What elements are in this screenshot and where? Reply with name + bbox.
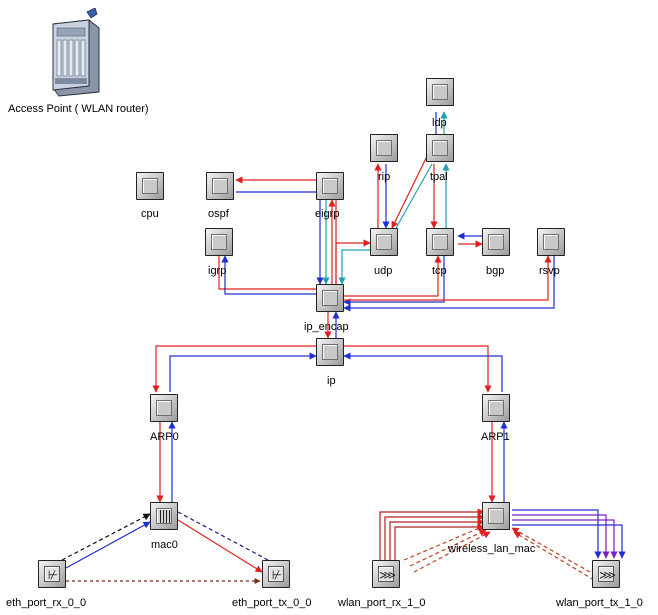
module-mac0[interactable]: [150, 502, 178, 530]
wireless-receiver-icon: ⋙: [379, 568, 397, 582]
module-tpal[interactable]: [426, 134, 454, 162]
module-ldp[interactable]: [426, 78, 454, 106]
stream-igrp-ipencap: [215, 249, 316, 290]
module-cpu[interactable]: [136, 172, 164, 200]
label-eth-port-tx: eth_port_tx_0_0: [232, 597, 312, 609]
label-eigrp: eigrp: [315, 208, 340, 220]
label-arp0: ARP0: [150, 431, 179, 443]
stream-wlanmac-wlantx-3: [512, 519, 618, 559]
stream-tcp-ipencap: [343, 256, 445, 306]
receiver-icon: ⊬: [47, 568, 59, 582]
stream-wlanrx-wlanmac-3: [389, 518, 485, 560]
stream-wlanmac-wlantx-2: [512, 514, 610, 559]
module-wlan-port-rx[interactable]: ⋙: [372, 560, 400, 588]
stream-wlanrx-wlanmac-4: [394, 523, 485, 560]
module-rsvp[interactable]: [537, 228, 565, 256]
stream-ipencap-udp: [335, 239, 371, 284]
module-udp[interactable]: [370, 228, 398, 256]
device-title: Access Point ( WLAN router): [8, 103, 149, 115]
label-tcp: tcp: [432, 265, 447, 277]
stream-ipencap-tcp: [344, 255, 442, 297]
module-wireless-lan-mac[interactable]: [482, 502, 510, 530]
stream-ethrx-mac0: [65, 521, 151, 569]
label-wlan-port-tx: wlan_port_tx_1_0: [556, 597, 643, 609]
module-tcp[interactable]: [426, 228, 454, 256]
wireless-transmitter-icon: ⋙: [599, 568, 617, 582]
module-ip-encap[interactable]: [316, 284, 344, 312]
stream-wlanrx-wlanmac-1: [379, 508, 485, 560]
module-eth-port-rx[interactable]: ⊬: [38, 560, 66, 588]
module-ospf[interactable]: [206, 172, 234, 200]
stream-wlanrx-wlanmac-2: [384, 513, 485, 560]
statwire-wlanrx-wlanmac-2: [409, 529, 487, 567]
label-cpu: cpu: [141, 208, 159, 220]
module-bgp[interactable]: [482, 228, 510, 256]
stream-ip-arp1: [344, 345, 492, 393]
label-rsvp: rsvp: [539, 265, 560, 277]
module-wlan-port-tx[interactable]: ⋙: [592, 560, 620, 588]
label-igrp: igrp: [208, 265, 227, 277]
module-arp0[interactable]: [150, 394, 178, 422]
statwire-wlantx-wlanmac-2: [513, 531, 595, 581]
stream-mac0-ethtx: [177, 519, 263, 573]
module-eth-port-tx[interactable]: ⊬: [262, 560, 290, 588]
access-point-icon: [45, 7, 101, 98]
stream-arp1-ip: [343, 352, 503, 392]
statwire-ethrx-mac0: [61, 513, 151, 561]
label-ospf: ospf: [208, 208, 229, 220]
label-tpal: tpal: [430, 171, 448, 183]
statwire-mac0-ethtx: [170, 505, 269, 561]
label-wlan-port-rx: wlan_port_rx_1_0: [338, 597, 426, 609]
label-arp1: ARP1: [481, 431, 510, 443]
module-ip[interactable]: [316, 338, 344, 366]
label-ip: ip: [327, 375, 336, 387]
statwire-wlanrx-wlanmac-3: [413, 531, 491, 573]
stream-udp-tpal: [395, 163, 433, 229]
statwire-wlantx-wlanmac-1: [511, 527, 591, 573]
module-rip[interactable]: [370, 134, 398, 162]
label-wireless-lan-mac: wireless_lan_mac: [448, 543, 536, 555]
label-ip-encap: ip_encap: [304, 321, 349, 333]
module-igrp[interactable]: [205, 228, 233, 256]
label-udp: udp: [374, 265, 393, 277]
label-ldp: ldp: [432, 117, 447, 129]
module-eigrp[interactable]: [316, 172, 344, 200]
label-rip: rip: [378, 171, 391, 183]
module-arp1[interactable]: [482, 394, 510, 422]
stream-rsvp-ipencap: [343, 256, 555, 312]
stream-udp-ipencap: [338, 249, 370, 285]
label-mac0: mac0: [151, 539, 178, 551]
stream-ipencap-igrp: [221, 255, 316, 295]
stream-wlanmac-wlantx-4: [512, 524, 626, 559]
stream-ip-arp0: [152, 345, 316, 393]
stream-tpal-udp: [391, 149, 431, 229]
stream-wlanmac-wlantx-1: [512, 509, 602, 559]
label-eth-port-rx: eth_port_rx_0_0: [6, 597, 87, 609]
transmitter-icon: ⊬: [271, 568, 283, 582]
stream-arp0-ip: [169, 352, 317, 392]
statwire-wlanrx-wlanmac-1: [403, 525, 485, 561]
stream-ipencap-rsvp: [344, 255, 552, 301]
label-bgp: bgp: [486, 265, 505, 277]
